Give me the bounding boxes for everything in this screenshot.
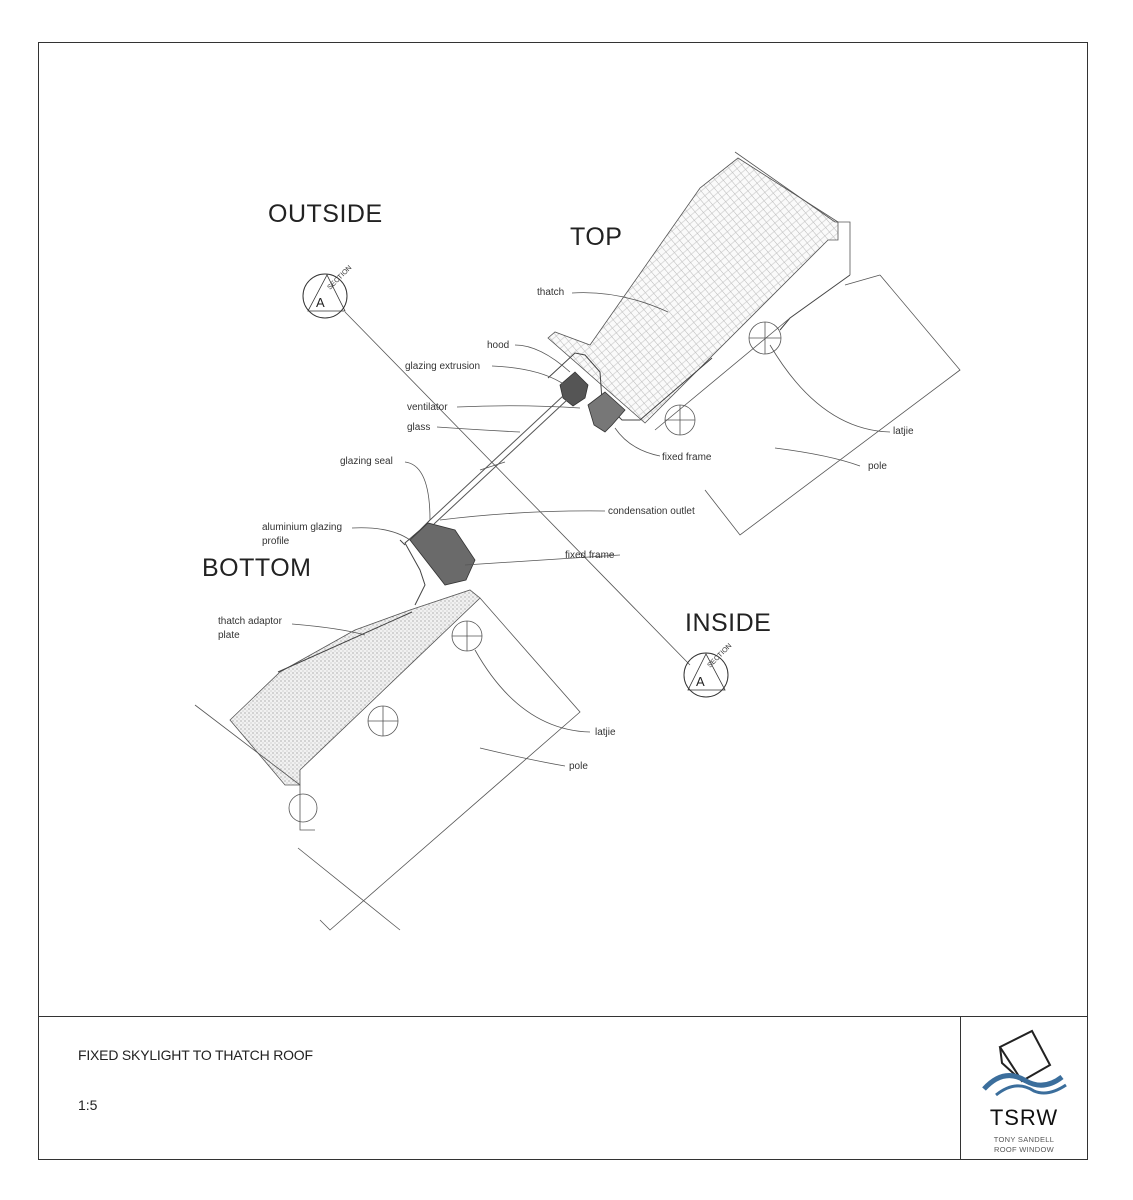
callout-latjie-top: latjie — [893, 426, 914, 437]
label-bottom: BOTTOM — [202, 554, 311, 582]
callout-aluminium-glazing: aluminium glazing — [262, 522, 342, 533]
logo-name: TSRW — [989, 1105, 1059, 1130]
svg-text:SECTION: SECTION — [706, 642, 733, 669]
drawing-title: FIXED SKYLIGHT TO THATCH ROOF — [78, 1047, 313, 1063]
leader-lines — [291, 292, 891, 767]
glass-pane — [429, 395, 568, 525]
section-marker-top: SECTION A — [302, 264, 353, 319]
svg-text:A: A — [696, 674, 705, 689]
roof-structure-top — [654, 274, 961, 536]
roof-structure-bottom — [194, 597, 581, 931]
logo-subtitle-2: ROOF WINDOW — [994, 1145, 1054, 1154]
drawing-scale: 1:5 — [78, 1097, 98, 1113]
callout-ventilator: ventilator — [407, 402, 448, 413]
label-outside: OUTSIDE — [268, 200, 383, 228]
callout-thatch-adaptor-2: plate — [218, 630, 240, 641]
top-frame-assembly — [547, 352, 713, 433]
drawing-sheet — [38, 42, 1088, 1160]
callout-fixed-frame-bottom: fixed frame — [565, 550, 615, 561]
section-marker-bottom: SECTION A — [683, 642, 733, 698]
callout-thatch-adaptor: thatch adaptor — [218, 616, 283, 627]
callout-condensation-outlet: condensation outlet — [608, 506, 695, 517]
title-block: FIXED SKYLIGHT TO THATCH ROOF 1:5 TSRW T… — [38, 1016, 1088, 1160]
callout-glass: glass — [407, 422, 430, 433]
section-drawing: SECTION A SECTION A — [194, 151, 961, 931]
thatch-bottom — [229, 589, 481, 786]
tsrw-logo: TSRW TONY SANDELL ROOF WINDOW — [974, 1025, 1074, 1155]
logo-mark-icon — [982, 1029, 1067, 1097]
bottom-frame-assembly — [399, 519, 476, 606]
thatch-top — [547, 151, 851, 424]
callout-thatch: thatch — [537, 287, 564, 298]
svg-text:A: A — [316, 295, 325, 310]
callout-glazing-seal: glazing seal — [340, 456, 393, 467]
svg-text:SECTION: SECTION — [326, 264, 353, 291]
callout-pole-bottom: pole — [569, 761, 588, 772]
label-top: TOP — [570, 223, 622, 251]
logo-subtitle-1: TONY SANDELL — [993, 1135, 1055, 1144]
callout-aluminium-glazing-2: profile — [262, 536, 290, 547]
pole-bottom-circle-2 — [288, 793, 318, 823]
label-inside: INSIDE — [685, 609, 771, 637]
callout-latjie-bottom: latjie — [595, 727, 616, 738]
callout-pole-top: pole — [868, 461, 887, 472]
section-line — [344, 311, 691, 666]
title-block-divider — [960, 1017, 961, 1160]
callout-glazing-extrusion: glazing extrusion — [405, 361, 480, 372]
callout-hood: hood — [487, 340, 509, 351]
callout-fixed-frame-top: fixed frame — [662, 452, 712, 463]
